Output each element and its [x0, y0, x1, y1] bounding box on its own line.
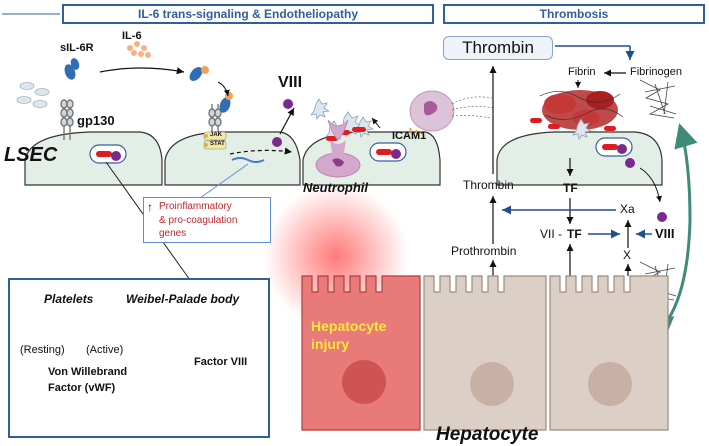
thrombin-box: Thrombin — [443, 36, 553, 60]
il6-sil6r-complex — [189, 66, 209, 81]
weibel-palade-body-cell4 — [595, 137, 633, 157]
lsec-cell-4 — [496, 131, 663, 186]
label-fibrinogen: Fibrinogen — [630, 66, 682, 78]
nuclear-signal-dashed — [229, 147, 293, 155]
thrombus-clot — [530, 90, 624, 140]
label-hepatocyte: Hepatocyte — [436, 424, 539, 445]
gp130-receptor — [60, 99, 74, 140]
label-xa: Xa — [620, 202, 635, 216]
jak-stat-signal — [203, 131, 227, 150]
teal-hepatocyte-to-fibrin-arrow — [658, 123, 698, 332]
il6-binding-arrow — [99, 67, 185, 75]
label-il6: IL-6 — [122, 30, 142, 42]
hepatocyte-nucleus-2 — [470, 362, 514, 406]
label-icam1: ICAM1 — [392, 130, 427, 142]
dna-strand — [231, 157, 265, 163]
hepatocyte-cell-3 — [549, 275, 669, 431]
weibel-palade-body-cell3 — [369, 142, 407, 162]
factor8-right-cell — [625, 158, 635, 168]
label-viii-right: VIII — [655, 226, 675, 241]
label-hepatocyte-injury-2: injury — [311, 336, 350, 352]
legend-factor8: Factor VIII — [194, 356, 248, 368]
label-jak: JAK — [210, 132, 223, 138]
legend-vwf-2: Factor (vWF) — [48, 382, 116, 394]
sil6r-molecule — [64, 58, 80, 80]
label-tf-2: TF — [567, 227, 582, 241]
activated-platelet-small — [310, 98, 331, 120]
legend-vwf-1: Von Willebrand — [48, 366, 128, 378]
header-il6-endotheliopathy: IL-6 trans-signaling & Endotheliopathy — [62, 4, 434, 24]
hepatocyte-cell-2 — [423, 275, 547, 431]
injured-nucleus — [342, 360, 386, 404]
label-fibrin: Fibrin — [568, 66, 596, 78]
legend-platelets: Platelets — [44, 292, 94, 306]
header-thrombosis: Thrombosis — [443, 4, 705, 24]
label-gp130: gp130 — [77, 113, 115, 128]
genes-line-1: Proinflammatory — [159, 201, 232, 212]
label-tf: TF — [563, 181, 578, 195]
label-prothrombin: Prothrombin — [451, 244, 517, 258]
label-neutrophil: Neutrophil — [303, 180, 368, 195]
il6-molecules — [127, 41, 151, 58]
label-viii-top: VIII — [278, 74, 303, 91]
label-vii: VII - — [540, 227, 563, 241]
lsec-cell-2 — [164, 131, 301, 186]
hepatocyte-injured-cell — [301, 275, 421, 431]
factor8-released-cell2 — [272, 137, 282, 147]
legend-weibel: Weibel-Palade body — [126, 292, 240, 306]
legend-active: (Active) — [86, 344, 124, 356]
factor8-right — [657, 212, 667, 222]
genes-line-3: genes — [159, 228, 187, 239]
icam1-arrow — [371, 117, 381, 129]
fibrin-mesh-top-right — [639, 79, 677, 119]
label-stat: STAT — [210, 141, 225, 147]
weibel-palade-body-cell1 — [89, 144, 127, 164]
cell-to-viii-arrow — [639, 167, 662, 203]
resting-platelets-topleft — [16, 82, 50, 108]
genes-callout: ↑ Proinflammatory & pro-coagulation gene… — [143, 197, 271, 243]
viii-release-arrow — [279, 107, 295, 135]
factor8-top — [283, 99, 293, 109]
transmigrating-neutrophil — [315, 119, 361, 178]
genes-connector — [199, 163, 249, 199]
legend-box: Platelets Weibel-Palade body (Resting) (… — [8, 278, 270, 438]
genes-up-arrow: ↑ — [147, 200, 153, 214]
neutrophil-adhering — [409, 90, 455, 138]
hepatocyte-nucleus-3 — [588, 362, 632, 406]
label-x: X — [623, 248, 632, 262]
label-hepatocyte-injury-1: Hepatocyte — [311, 318, 387, 334]
label-thrombin: Thrombin — [463, 178, 514, 192]
label-sil6r: sIL-6R — [60, 42, 94, 54]
label-lsec: LSEC — [4, 144, 58, 166]
genes-line-2: & pro-coagulation — [159, 215, 238, 226]
legend-resting: (Resting) — [20, 344, 65, 356]
neutrophil-tail-lines — [451, 96, 495, 119]
complex-to-receptor-arrow — [217, 81, 230, 97]
il6-complex-on-receptor — [219, 92, 233, 113]
